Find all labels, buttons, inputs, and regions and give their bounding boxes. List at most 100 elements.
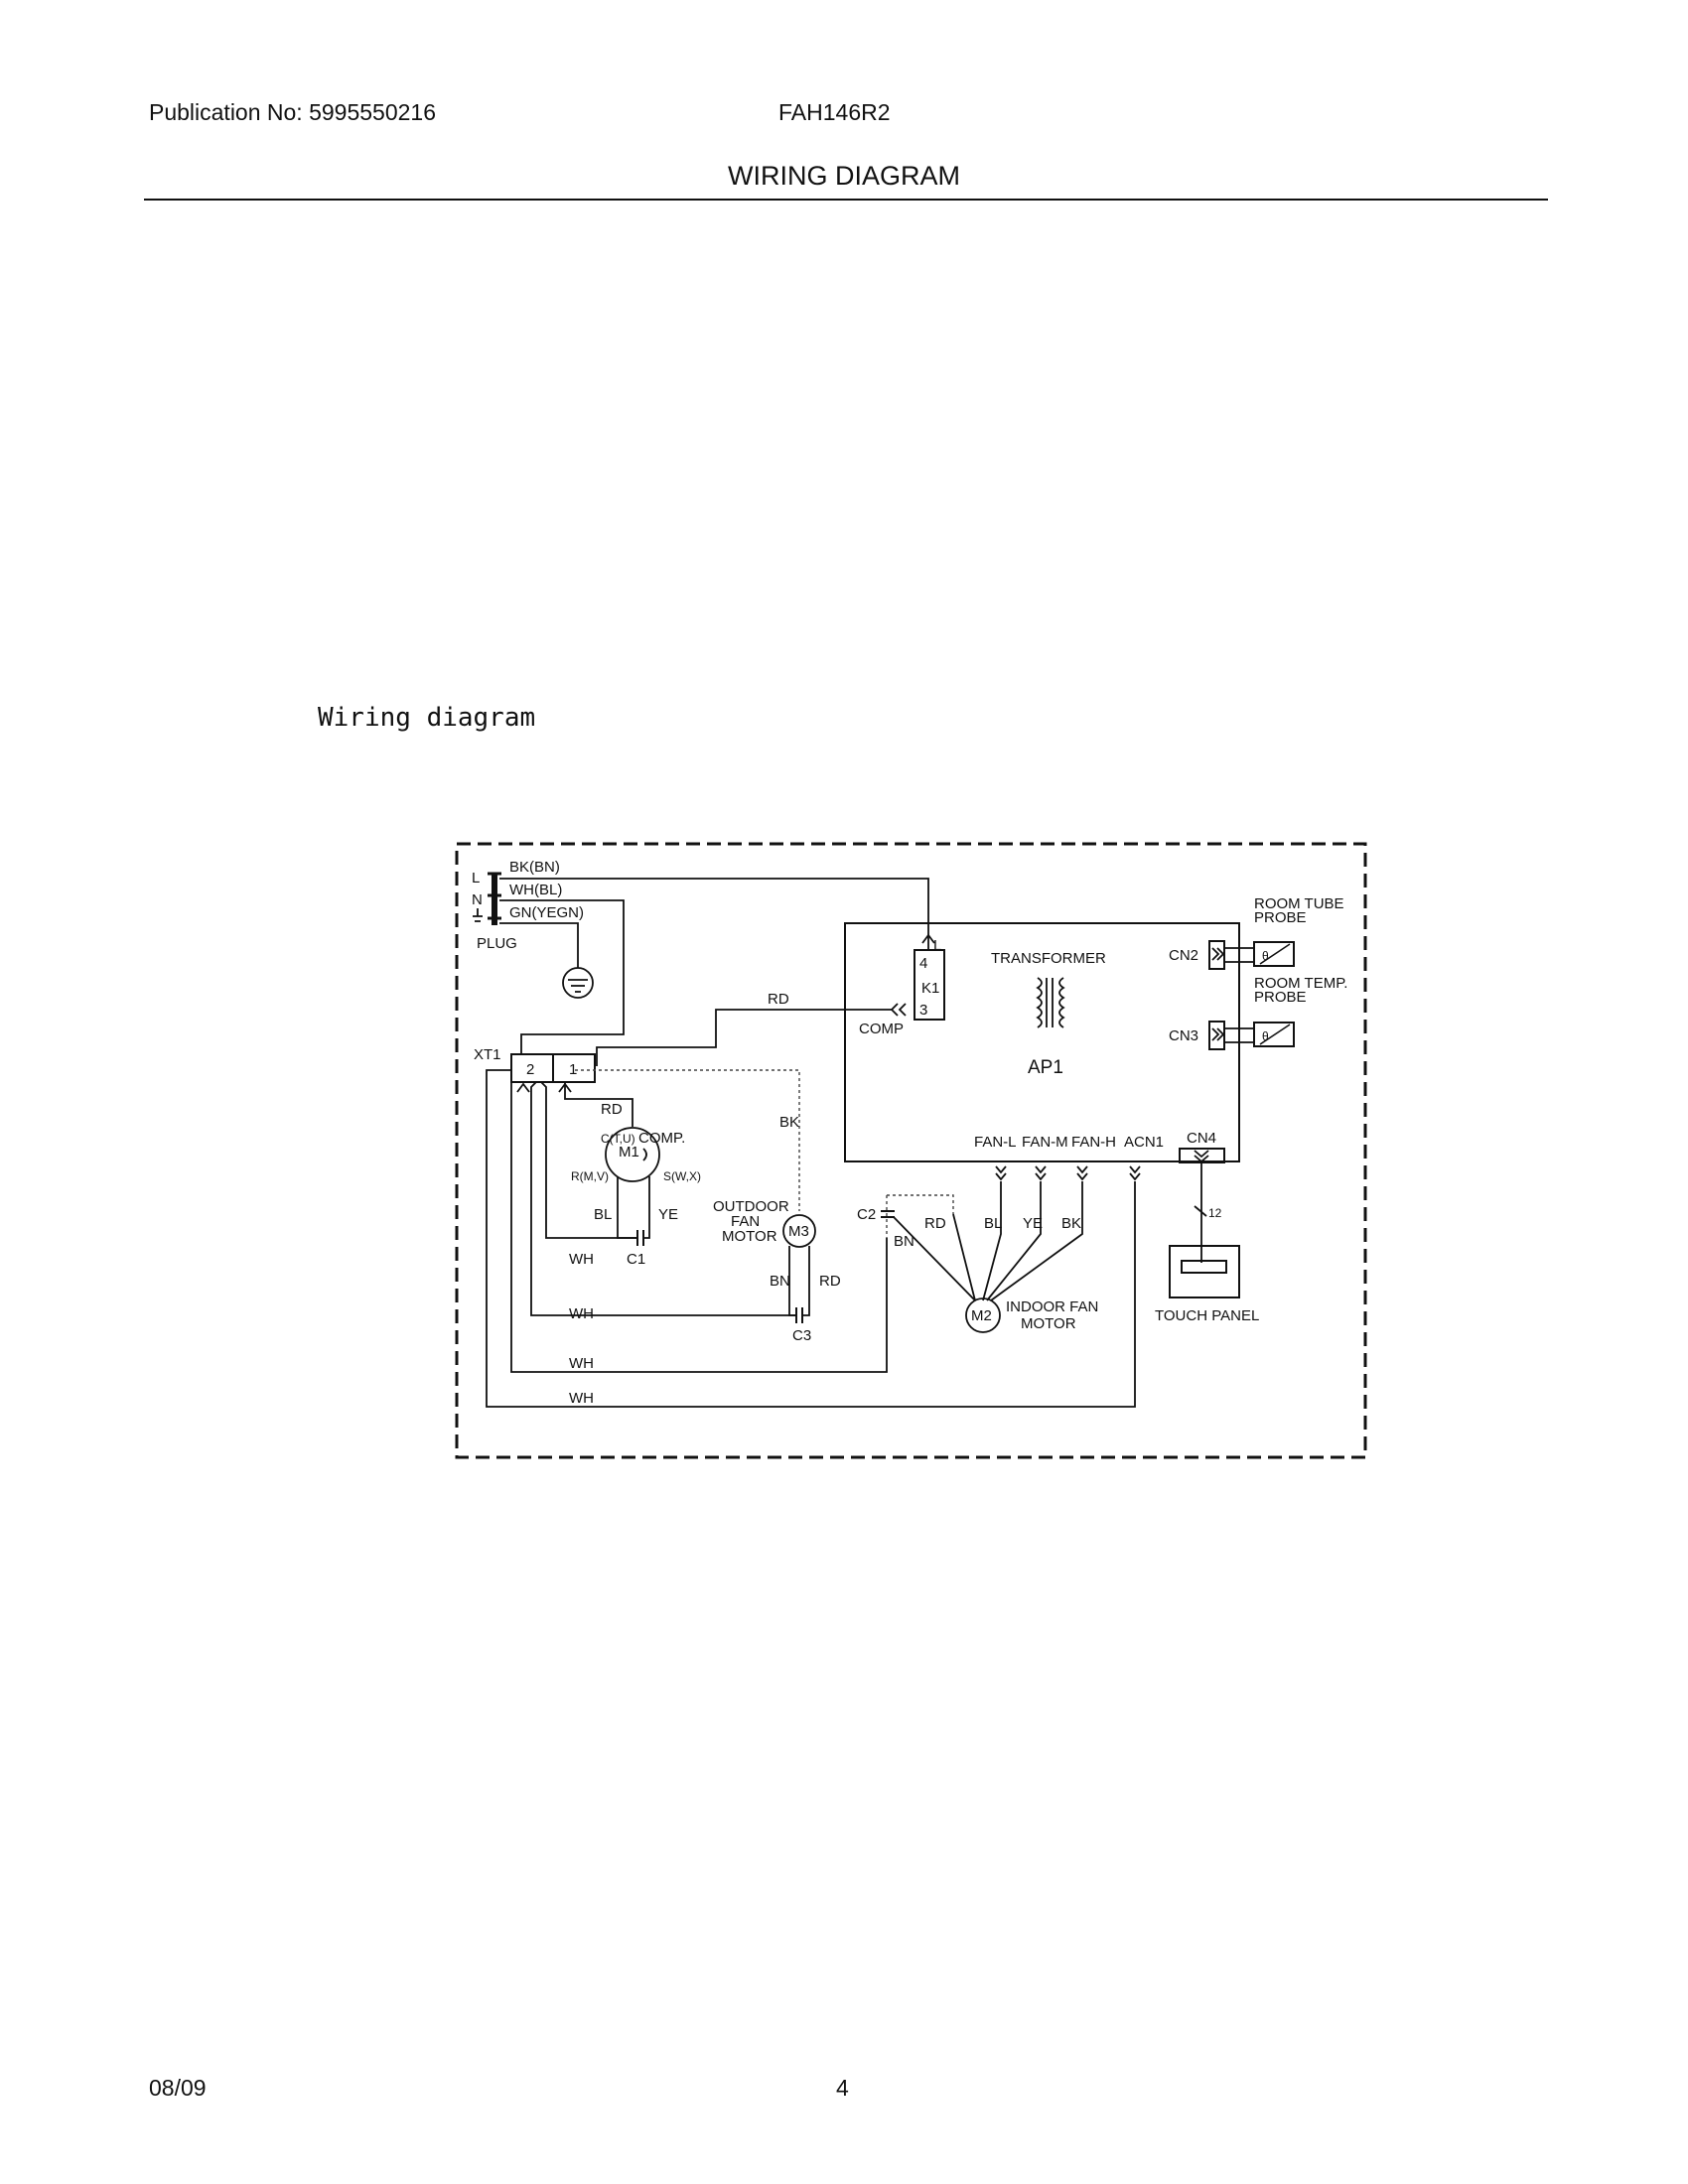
wire-label-ye-m2: YE [1023, 1215, 1043, 1232]
wire-label-wh-1: WH [569, 1251, 594, 1268]
enclosure-border [455, 842, 1367, 1459]
wire-label-bk-m2: BK [1061, 1215, 1081, 1232]
theta-temp: θ [1262, 1029, 1269, 1043]
connector-icon [921, 933, 935, 944]
wire-gn-yegn: GN(YEGN) [509, 904, 584, 921]
tube-probe-label-1: ROOM TUBE [1254, 895, 1344, 912]
terminal-1 [552, 1053, 596, 1083]
fan-l-label: FAN-L [974, 1134, 1017, 1151]
wire-label-bn-c2: BN [894, 1233, 914, 1250]
diagram-caption: Wiring diagram [318, 703, 536, 733]
indoor-fan-label-2: MOTOR [1021, 1315, 1076, 1332]
acn1-label: ACN1 [1124, 1134, 1164, 1151]
indoor-fan-m2: M2 [971, 1307, 992, 1324]
wire-wh-bl: WH(BL) [509, 882, 562, 898]
comp-label: COMP. [638, 1130, 685, 1147]
outdoor-fan-m3: M3 [788, 1223, 809, 1240]
connector-icon [890, 1003, 907, 1017]
cn4-label: CN4 [1187, 1130, 1216, 1147]
terminal-2-num: 2 [526, 1061, 534, 1078]
label-l: L [472, 870, 480, 887]
room-tube-probe [1253, 941, 1295, 967]
transformer-label: TRANSFORMER [991, 950, 1106, 967]
touch-panel-display [1181, 1260, 1227, 1274]
relay-l-label: L [933, 937, 941, 954]
outdoor-fan-label-1: OUTDOOR [713, 1198, 789, 1215]
page-number: 4 [836, 2075, 849, 2101]
theta-tube: θ [1262, 949, 1269, 963]
wire-label-wh-2: WH [569, 1305, 594, 1322]
wire-bk-outdoor-fan [575, 1069, 800, 1211]
cap-c3-label: C3 [792, 1327, 811, 1344]
indoor-fan-label-1: INDOOR FAN [1006, 1298, 1098, 1315]
touch-panel-label: TOUCH PANEL [1155, 1307, 1259, 1324]
wire-fan-h [990, 1181, 1083, 1301]
cn2-connector [1208, 940, 1225, 970]
model-number: FAH146R2 [778, 99, 891, 125]
wire-label-bl-m2: BL [984, 1215, 1002, 1232]
cn2-label: CN2 [1169, 947, 1198, 964]
wire-label-rd-fan: RD [819, 1273, 841, 1290]
board-ap1: AP1 [1028, 1057, 1063, 1078]
wire-bn-outdoor-fan [788, 1246, 796, 1316]
wire-bl-comp [617, 1176, 637, 1239]
cn3-label: CN3 [1169, 1027, 1198, 1044]
wire-rd-relay [596, 1009, 892, 1066]
wiring-diagram: L N BK(BN) WH(BL) GN(YEGN) PLUG AP1 TRAN… [455, 842, 1367, 1459]
temp-probe-label-2: PROBE [1254, 989, 1307, 1006]
connector-icon [995, 1165, 1141, 1181]
relay-name: K1 [921, 980, 939, 997]
wire-label-ye: YE [658, 1206, 678, 1223]
temp-probe-label-1: ROOM TEMP. [1254, 975, 1347, 992]
comp-output-label: COMP [859, 1021, 904, 1037]
outdoor-fan-motor [782, 1214, 816, 1248]
relay-k1 [914, 949, 945, 1021]
terminal-1-num: 1 [569, 1061, 577, 1078]
wire-rd-c2 [887, 1194, 954, 1214]
wire-label-bn: BN [770, 1273, 790, 1290]
comp-m1: M1 [619, 1144, 639, 1160]
wire-bn-m2 [893, 1216, 976, 1301]
wire-wh-c1 [540, 1081, 637, 1239]
wire-fan-l [982, 1181, 1002, 1301]
header-rule [144, 199, 1548, 201]
wire-wh-c3 [530, 1081, 796, 1316]
comp-pin-s: S(W,X) [663, 1169, 701, 1183]
label-n: N [472, 891, 483, 908]
cap-c2-label: C2 [857, 1206, 876, 1223]
touch-panel [1169, 1245, 1240, 1298]
indoor-fan-motor [965, 1297, 1001, 1333]
earth-icon [499, 922, 594, 999]
wire-fan-m [986, 1181, 1042, 1301]
wire-wh-c2 [510, 1082, 888, 1373]
wire-rd-outdoor-fan [802, 1246, 810, 1316]
relay-pin4: 4 [919, 955, 927, 972]
touch-wire-count: 12 [1208, 1206, 1222, 1220]
plug-label: PLUG [477, 935, 517, 952]
wire-rd-m2 [952, 1213, 976, 1301]
cn3-connector [1208, 1021, 1225, 1050]
wire-line [499, 878, 929, 950]
wire-label-rd: RD [768, 991, 789, 1008]
wire-label-rd-comp: RD [601, 1101, 623, 1118]
wire-label-wh-4: WH [569, 1390, 594, 1407]
wire-wh-acn1 [486, 1069, 1136, 1408]
publication-number: Publication No: 5995550216 [149, 99, 437, 125]
transformer-icon [1036, 977, 1065, 1028]
page-title: WIRING DIAGRAM [728, 161, 960, 191]
wire-bk-bn: BK(BN) [509, 859, 560, 876]
terminal-xt1-label: XT1 [474, 1046, 501, 1063]
wire-label-wh-3: WH [569, 1355, 594, 1372]
room-temp-probe [1253, 1022, 1295, 1047]
power-supply: L N BK(BN) WH(BL) GN(YEGN) PLUG [472, 859, 584, 952]
wire-rd-comp [564, 1082, 633, 1127]
cap-c1-label: C1 [627, 1251, 645, 1268]
wire-label-bl: BL [594, 1206, 612, 1223]
outdoor-fan-label-2: FAN [731, 1213, 760, 1230]
relay-pin3: 3 [919, 1002, 927, 1019]
wire-label-bk: BK [779, 1114, 799, 1131]
wire-neutral [499, 899, 625, 1054]
compressor-motor [605, 1127, 660, 1182]
wire-label-rd-m2: RD [924, 1215, 946, 1232]
outdoor-fan-label-3: MOTOR [722, 1228, 777, 1245]
